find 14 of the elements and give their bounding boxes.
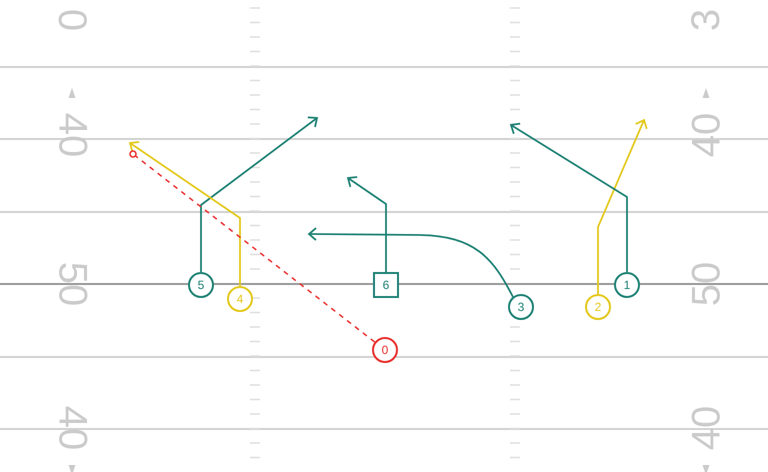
player-circle: 5 bbox=[188, 272, 214, 298]
player-square: 6 bbox=[373, 272, 399, 298]
player-circle: 4 bbox=[227, 286, 253, 312]
route-arrow bbox=[510, 122, 628, 272]
player-circle: 0 bbox=[372, 337, 398, 363]
route-arrow bbox=[200, 116, 318, 272]
player-circle: 3 bbox=[508, 294, 534, 320]
player-circle: 1 bbox=[614, 272, 640, 298]
route-arrow bbox=[129, 141, 241, 286]
route-arrow bbox=[308, 227, 514, 298]
route-arrow bbox=[597, 119, 648, 294]
route-arrow bbox=[347, 176, 387, 272]
player-circle: 2 bbox=[585, 294, 611, 320]
pass-line bbox=[129, 150, 376, 343]
